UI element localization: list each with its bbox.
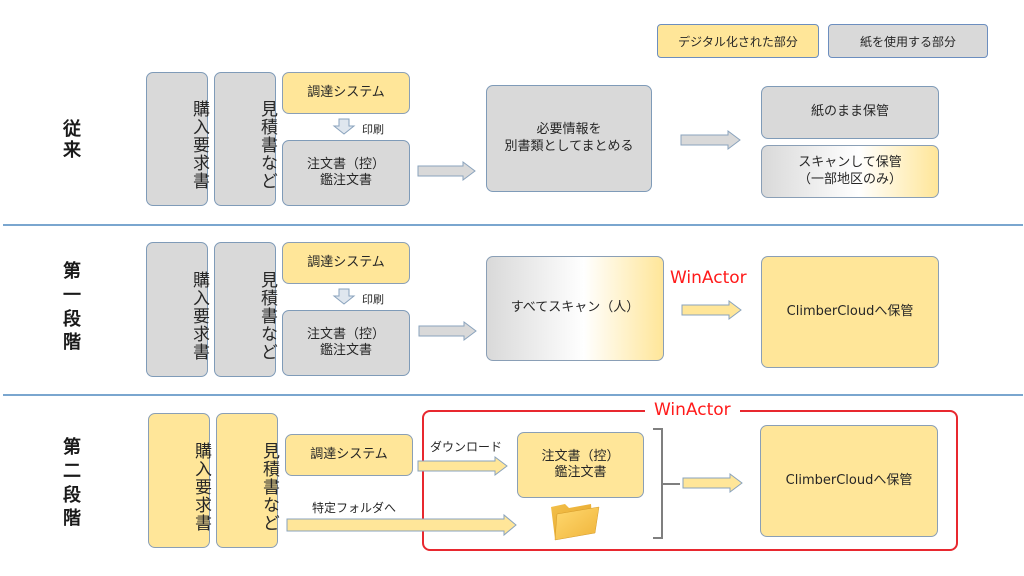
print-label: 印刷 <box>362 123 384 136</box>
arrow-right-icon <box>680 130 741 150</box>
order-doc-text-2: 鑑注文書 <box>554 465 607 480</box>
stage-label-phase2-text: 第二段階 <box>63 437 81 530</box>
procurement-system-text: 調達システム <box>307 254 385 270</box>
order-doc-text-1: 注文書（控） <box>541 448 620 464</box>
arrow-right-icon <box>417 161 476 181</box>
arrow-right-icon <box>418 321 477 341</box>
print-label: 印刷 <box>362 293 384 306</box>
order-doc-text-1: 注文書（控） <box>306 326 385 342</box>
stage-label-phase2: 第二段階 <box>60 436 84 531</box>
arrow-right-icon <box>286 513 517 537</box>
procurement-system-box: 調達システム <box>282 72 410 114</box>
cloud-store-box: ClimberCloudへ保管 <box>761 256 939 368</box>
compile-info-text-2: 別書類としてまとめる <box>504 138 634 154</box>
quote-box: 見積書など <box>216 413 279 548</box>
arrow-right-icon <box>682 473 743 493</box>
procurement-system-text: 調達システム <box>307 84 385 100</box>
quote-text: 見積書など <box>257 270 277 361</box>
quote-text: 見積書など <box>259 441 279 532</box>
procurement-system-box: 調達システム <box>285 434 413 476</box>
procurement-system-text: 調達システム <box>310 446 388 462</box>
divider <box>3 224 1023 226</box>
legend-paper-label: 紙を使用する部分 <box>859 34 956 49</box>
cloud-store-text: ClimberCloudへ保管 <box>785 472 913 488</box>
purchase-request-text: 購入要求書 <box>189 270 209 361</box>
purchase-request-box: 購入要求書 <box>146 72 209 206</box>
arrow-right-icon <box>681 300 742 320</box>
bracket-icon <box>653 428 680 539</box>
purchase-request-text: 購入要求書 <box>191 441 211 532</box>
legend-paper: 紙を使用する部分 <box>828 24 988 58</box>
quote-box: 見積書など <box>214 72 277 206</box>
order-doc-text-2: 鑑注文書 <box>319 173 372 188</box>
quote-box: 見積書など <box>214 242 277 377</box>
order-doc-text-1: 注文書（控） <box>306 156 385 172</box>
order-doc-box: 注文書（控） 鑑注文書 <box>517 432 644 498</box>
winactor-label: WinActor <box>645 400 740 420</box>
scan-store-box: スキャンして保管 （一部地区のみ） <box>761 145 939 198</box>
folder-label: 特定フォルダへ <box>312 501 397 515</box>
order-doc-text-2: 鑑注文書 <box>319 343 372 358</box>
procurement-system-box: 調達システム <box>282 242 410 284</box>
legend-digital-label: デジタル化された部分 <box>678 34 798 49</box>
arrow-right-icon <box>417 456 508 476</box>
order-doc-box: 注文書（控） 鑑注文書 <box>282 140 410 206</box>
stage-label-conventional: 従来 <box>63 119 81 161</box>
compile-info-text-1: 必要情報を <box>536 122 602 138</box>
divider <box>3 394 1023 396</box>
cloud-store-box: ClimberCloudへ保管 <box>760 425 938 537</box>
store-paper-text: 紙のまま保管 <box>810 104 889 120</box>
scan-all-box: すべてスキャン（人） <box>486 256 664 361</box>
print-arrow-icon <box>332 288 356 305</box>
purchase-request-box: 購入要求書 <box>146 242 209 377</box>
folder-icon <box>551 504 600 541</box>
compile-info-box: 必要情報を 別書類としてまとめる <box>486 85 652 192</box>
stage-label-phase1: 第一段階 <box>60 260 84 355</box>
scan-all-text: すべてスキャン（人） <box>510 300 640 316</box>
legend-digital: デジタル化された部分 <box>657 24 819 58</box>
scan-store-text-1: スキャンして保管 <box>798 155 902 171</box>
download-label: ダウンロード <box>430 440 503 454</box>
store-paper-box: 紙のまま保管 <box>761 86 939 139</box>
purchase-request-box: 購入要求書 <box>148 413 211 548</box>
purchase-request-text: 購入要求書 <box>189 100 209 190</box>
cloud-store-text: ClimberCloudへ保管 <box>786 303 914 319</box>
stage-label-phase1-text: 第一段階 <box>63 261 81 354</box>
winactor-label: WinActor <box>670 268 747 288</box>
print-arrow-icon <box>332 118 356 135</box>
order-doc-box: 注文書（控） 鑑注文書 <box>282 310 410 376</box>
quote-text: 見積書など <box>257 100 277 190</box>
scan-store-text-2: （一部地区のみ） <box>797 171 902 187</box>
